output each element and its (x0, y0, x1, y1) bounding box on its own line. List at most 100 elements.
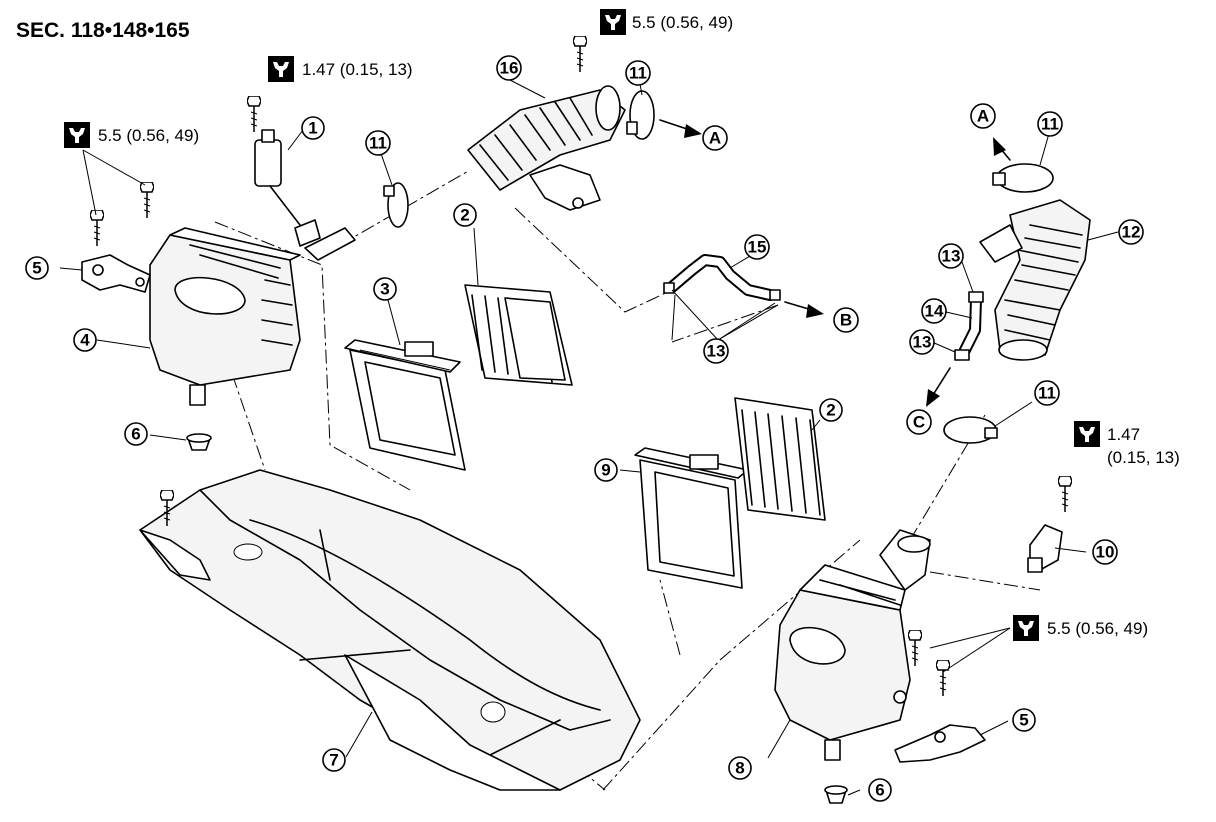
svg-text:11: 11 (1038, 384, 1056, 403)
part-7-undercover (139, 469, 641, 791)
svg-text:6: 6 (875, 781, 884, 800)
svg-text:B: B (840, 311, 852, 330)
part-11-clamp-upper-right (992, 163, 1054, 193)
part-2-filter-right (734, 397, 826, 521)
part-3-filter-element (344, 339, 466, 471)
callout-11: 11 (625, 60, 651, 86)
callout-12: 12 (1118, 219, 1144, 245)
callout-4: 4 (73, 328, 97, 352)
part-5-bracket-right (894, 724, 986, 763)
bolt-icon (247, 96, 261, 133)
svg-text:5: 5 (1019, 711, 1028, 730)
callout-2: 2 (453, 203, 477, 227)
part-12-duct-right (979, 199, 1091, 361)
callout-5: 5 (25, 256, 49, 280)
svg-text:13: 13 (707, 342, 726, 361)
part-11-clamp-center (383, 182, 409, 228)
svg-text:C: C (913, 413, 925, 432)
callout-11: 11 (1037, 111, 1063, 137)
part-5-bracket-left (81, 254, 151, 293)
svg-text:A: A (709, 129, 721, 148)
part-10-sensor (1027, 524, 1063, 573)
torque-value: 5.5 (0.56, 49) (1047, 619, 1148, 638)
callout-9: 9 (594, 458, 618, 482)
svg-text:A: A (977, 107, 989, 126)
part-4-air-cleaner-case (149, 227, 356, 406)
torque-spec-sensor-10: 1.47 (0.15, 13) (1074, 421, 1180, 467)
svg-text:4: 4 (80, 331, 90, 350)
callout-11: 11 (365, 130, 391, 156)
ref-c: C (906, 409, 932, 435)
torque-wrench-icon (268, 56, 294, 82)
svg-text:11: 11 (629, 64, 647, 83)
callout-14: 14 (921, 298, 947, 324)
svg-text:5: 5 (32, 259, 41, 278)
bolt-icon (573, 36, 587, 73)
svg-text:13: 13 (913, 333, 932, 352)
callout-13: 13 (938, 243, 964, 269)
callout-3: 3 (373, 277, 397, 301)
svg-text:11: 11 (369, 134, 387, 153)
bolt-icon (140, 182, 154, 219)
svg-text:14: 14 (925, 302, 944, 321)
svg-text:16: 16 (500, 59, 519, 78)
svg-text:3: 3 (380, 280, 389, 299)
callout-2: 2 (819, 398, 843, 422)
torque-spec-sensor-1: 1.47 (0.15, 13) (268, 56, 413, 82)
svg-text:6: 6 (131, 425, 140, 444)
torque-spec-top-center: 5.5 (0.56, 49) (600, 9, 733, 35)
svg-text:9: 9 (601, 461, 610, 480)
torque-value: 5.5 (0.56, 49) (632, 13, 733, 32)
callout-13: 13 (909, 329, 935, 355)
svg-text:8: 8 (735, 759, 744, 778)
svg-text:10: 10 (1096, 543, 1115, 562)
svg-text:15: 15 (748, 238, 767, 257)
torque-value: 1.47 (1107, 425, 1140, 444)
ref-a-right: A (970, 103, 996, 129)
ref-a-top: A (702, 125, 728, 151)
svg-text:7: 7 (329, 751, 338, 770)
part-15-hose (663, 254, 781, 301)
torque-value: 5.5 (0.56, 49) (98, 126, 199, 145)
part-6-grommet-right (824, 785, 848, 804)
part-16-inlet-duct (467, 85, 626, 211)
svg-text:13: 13 (942, 247, 961, 266)
callout-5: 5 (1012, 708, 1036, 732)
bolt-icon (908, 630, 922, 667)
callout-1: 1 (301, 116, 325, 140)
part-8-air-cleaner-body (774, 529, 931, 761)
svg-text:2: 2 (460, 206, 469, 225)
callout-13: 13 (703, 338, 729, 364)
part-6-grommet-left (186, 433, 212, 451)
callout-8: 8 (728, 756, 752, 780)
part-9-filter-element (634, 447, 749, 589)
torque-spec-bracket-left: 5.5 (0.56, 49) (64, 122, 199, 148)
callout-15: 15 (744, 234, 770, 260)
svg-text:2: 2 (826, 401, 835, 420)
callout-10: 10 (1092, 539, 1118, 565)
callout-7: 7 (322, 748, 346, 772)
bolt-icon (936, 660, 950, 697)
part-11-clamp-top (626, 90, 655, 140)
torque-spec-bracket-right: 5.5 (0.56, 49) (1013, 615, 1148, 641)
torque-wrench-icon (1074, 421, 1100, 447)
leader-lines (59, 79, 1119, 796)
svg-text:11: 11 (1041, 115, 1059, 134)
torque-value: 1.47 (0.15, 13) (302, 60, 413, 79)
callout-16: 16 (496, 55, 522, 81)
section-title: SEC. 118•148•165 (16, 19, 190, 42)
torque-wrench-icon (1013, 615, 1039, 641)
callout-6: 6 (868, 778, 892, 802)
part-2-filter-top (464, 284, 573, 386)
part-11-clamp-lower-right (943, 416, 998, 444)
torque-wrench-icon (600, 9, 626, 35)
torque-wrench-icon (64, 122, 90, 148)
callout-11: 11 (1034, 380, 1060, 406)
svg-text:1: 1 (308, 119, 317, 138)
torque-value-units: (0.15, 13) (1107, 448, 1180, 467)
ref-b: B (833, 307, 859, 333)
bolt-icon (90, 210, 104, 247)
part-1-sensor (254, 129, 321, 247)
